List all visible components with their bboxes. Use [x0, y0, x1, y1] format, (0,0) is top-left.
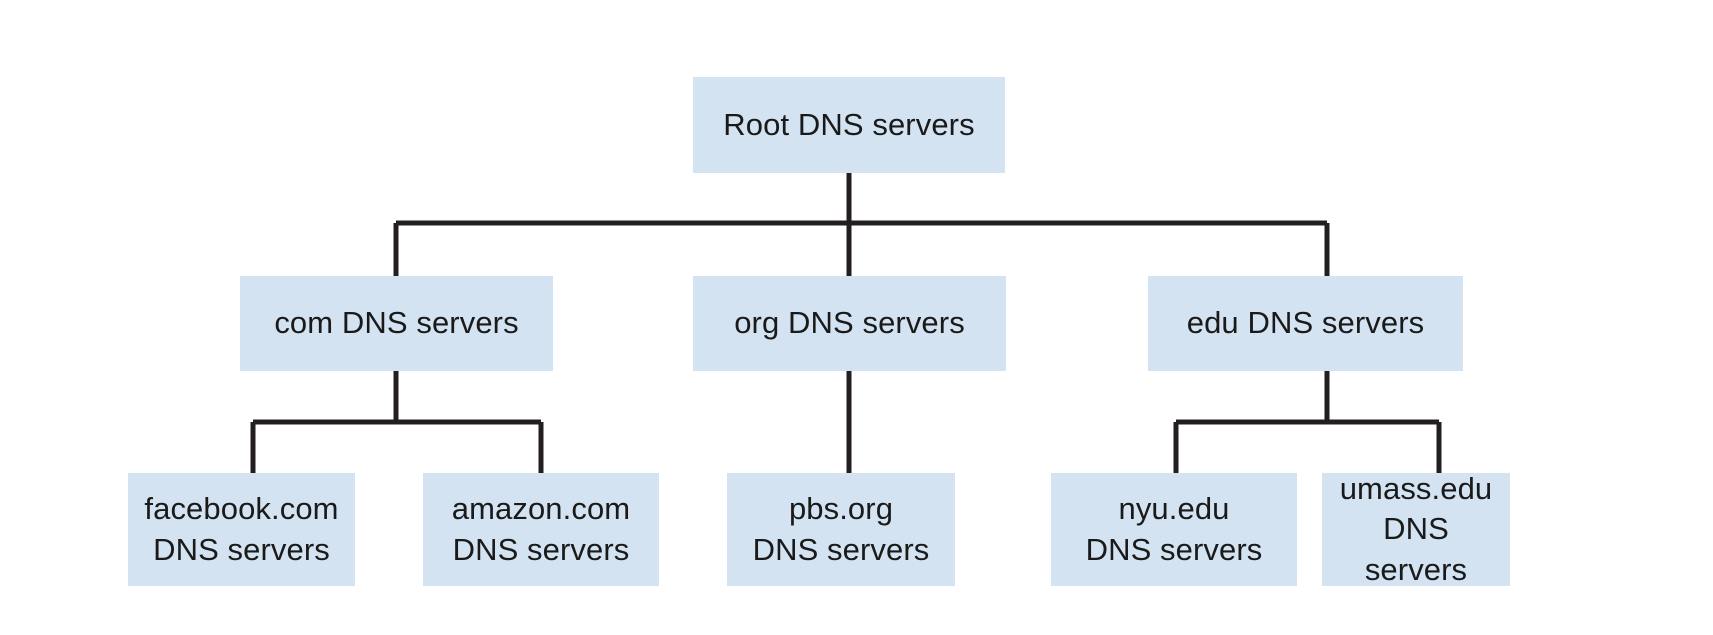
node-label: amazon.com DNS servers — [451, 491, 631, 567]
node-facebook-com-dns-servers[interactable]: facebook.com DNS servers — [128, 473, 355, 586]
node-label: nyu.edu DNS servers — [1085, 491, 1263, 567]
node-label: org DNS servers — [734, 305, 965, 341]
node-com-dns-servers[interactable]: com DNS servers — [240, 276, 553, 371]
node-root-dns-servers[interactable]: Root DNS servers — [693, 77, 1005, 173]
node-label: umass.edu DNS servers — [1339, 471, 1493, 587]
node-label: edu DNS servers — [1186, 305, 1425, 341]
node-umass-edu-dns-servers[interactable]: umass.edu DNS servers — [1322, 471, 1510, 587]
node-label: com DNS servers — [274, 305, 519, 341]
node-nyu-edu-dns-servers[interactable]: nyu.edu DNS servers — [1051, 473, 1297, 586]
node-pbs-org-dns-servers[interactable]: pbs.org DNS servers — [727, 473, 955, 586]
node-label: facebook.com DNS servers — [144, 491, 339, 567]
node-amazon-com-dns-servers[interactable]: amazon.com DNS servers — [423, 473, 659, 586]
node-label: pbs.org DNS servers — [752, 491, 930, 567]
node-edu-dns-servers[interactable]: edu DNS servers — [1148, 276, 1463, 371]
node-label: Root DNS servers — [723, 106, 975, 142]
node-org-dns-servers[interactable]: org DNS servers — [693, 276, 1006, 371]
